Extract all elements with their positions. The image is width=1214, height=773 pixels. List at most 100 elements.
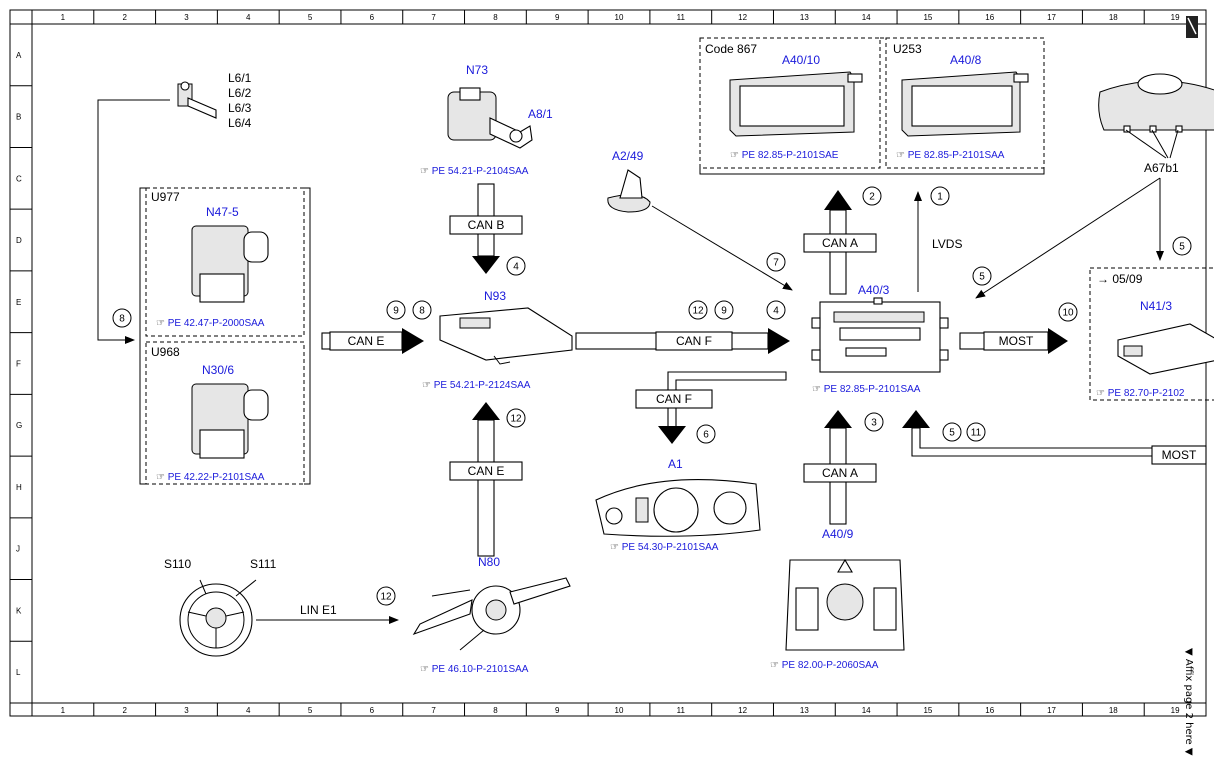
circle-marker xyxy=(506,256,526,276)
grid-col-label: 16 xyxy=(985,13,994,22)
bus-can-b-box xyxy=(449,215,523,235)
grid-col-label: 12 xyxy=(738,706,747,715)
grid-col-label: 4 xyxy=(246,706,251,715)
circle-number: 5 xyxy=(1179,242,1185,253)
grid-col-label: 7 xyxy=(431,13,436,22)
circle-number: 12 xyxy=(380,592,392,603)
circle-marker xyxy=(966,422,986,442)
grid-col-label: 15 xyxy=(923,13,932,22)
grid-col-label: 8 xyxy=(493,13,498,22)
grid-col-label: 1 xyxy=(61,13,66,22)
label-a67b1: A67b1 xyxy=(1144,161,1179,175)
grid-col-label: 11 xyxy=(677,706,686,715)
grid-col-label: 16 xyxy=(985,706,994,715)
grid-row-label: E xyxy=(16,298,21,307)
group-u977 xyxy=(145,187,305,337)
circle-marker xyxy=(376,586,396,606)
ref-n73: ☞ PE 54.21-P-2104SAA xyxy=(420,166,529,177)
circle-number: 6 xyxy=(703,430,709,441)
label-s111: S111 xyxy=(250,557,277,571)
bus-can-a-down-label: CAN A xyxy=(822,466,858,480)
a2-49-antenna-drawing xyxy=(607,169,651,213)
bus-most-return-label: MOST xyxy=(1162,448,1197,462)
grid-row-label: B xyxy=(16,113,21,122)
grid-col-label: 15 xyxy=(923,706,932,715)
affix-note: ▼ Affix page 2 here ▼ xyxy=(1183,648,1194,756)
grid-row-label: H xyxy=(16,483,22,492)
circle-marker xyxy=(1172,236,1192,256)
bus-can-a-up-label: CAN A xyxy=(822,236,858,250)
circle-marker xyxy=(942,422,962,442)
bus-can-f-a1-shaft xyxy=(667,371,787,426)
label-a2-49: A2/49 xyxy=(612,149,644,163)
circle-number: 7 xyxy=(773,258,779,269)
group-bracket-top xyxy=(699,168,1045,175)
circle-number: 12 xyxy=(510,414,522,425)
grid-col-label: 3 xyxy=(184,13,189,22)
circle-marker xyxy=(1058,302,1078,322)
grid-row-label: F xyxy=(16,360,21,369)
grid-col-label: 1 xyxy=(61,706,66,715)
label-n30-6: N30/6 xyxy=(202,363,234,377)
circle-number: 2 xyxy=(869,192,875,203)
label-a1: A1 xyxy=(668,457,683,471)
a40-9-panel-drawing xyxy=(785,558,905,651)
circle-marker xyxy=(766,252,786,272)
group-u253-label: U253 xyxy=(893,42,922,56)
bus-can-b-label: CAN B xyxy=(468,218,505,232)
circle-number: 8 xyxy=(119,314,125,325)
ref-a1: ☞ PE 54.30-P-2101SAA xyxy=(610,542,719,553)
grid-col-label: 17 xyxy=(1047,706,1056,715)
label-l6-1: L6/1 xyxy=(228,71,252,85)
circle-number: 3 xyxy=(871,418,877,429)
circle-number: 9 xyxy=(393,306,399,317)
bus-can-a-up-arrow xyxy=(824,190,852,210)
circle-marker xyxy=(688,300,708,320)
bus-can-e-left-arrow xyxy=(402,328,424,354)
grid-col-label: 7 xyxy=(431,706,436,715)
bus-most-right-arrow xyxy=(1048,328,1068,354)
label-n80: N80 xyxy=(478,555,500,569)
ref-n93: ☞ PE 54.21-P-2124SAA xyxy=(422,380,531,391)
grid-col-label: 13 xyxy=(800,706,809,715)
circle-number: 10 xyxy=(1062,308,1074,319)
steering-wheel-drawing xyxy=(179,583,253,657)
circle-number: 5 xyxy=(979,272,985,283)
group-n41-3 xyxy=(1089,267,1214,401)
circle-marker xyxy=(696,424,716,444)
n73-ignition-drawing xyxy=(447,87,533,149)
grid-col-label: 13 xyxy=(800,13,809,22)
ref-a40-10: ☞ PE 82.85-P-2101SAE xyxy=(730,150,839,161)
label-a40-10: A40/10 xyxy=(782,53,820,67)
grid-row-label: A xyxy=(16,51,22,60)
ref-n47-5: ☞ PE 42.47-P-2000SAA xyxy=(156,318,265,329)
grid-row-label: D xyxy=(16,236,22,245)
ref-a40-3: ☞ PE 82.85-P-2101SAA xyxy=(812,384,921,395)
a40-10-display-drawing xyxy=(729,71,863,137)
group-u968 xyxy=(145,341,305,485)
circle-number: 9 xyxy=(721,306,727,317)
label-l6-4: L6/4 xyxy=(228,116,252,130)
circle-marker xyxy=(864,412,884,432)
circle-marker xyxy=(386,300,406,320)
a40-3-headunit-drawing xyxy=(811,297,949,373)
grid-col-label: 9 xyxy=(555,13,560,22)
label-n47-5: N47-5 xyxy=(206,205,239,219)
bus-can-b-arrow xyxy=(472,256,500,274)
l6-line xyxy=(97,99,170,344)
bus-can-f-a1-label: CAN F xyxy=(656,392,692,406)
circle-marker xyxy=(862,186,882,206)
ref-a40-8: ☞ PE 82.85-P-2101SAA xyxy=(896,150,1005,161)
ref-n80: ☞ PE 46.10-P-2101SAA xyxy=(420,664,529,675)
n93-module-drawing xyxy=(439,307,573,365)
label-l6-2: L6/2 xyxy=(228,86,252,100)
pencil-icon xyxy=(1186,16,1198,38)
circle-number: 4 xyxy=(773,306,779,317)
grid-col-label: 18 xyxy=(1109,706,1118,715)
a67b1-camera-drawing xyxy=(1098,73,1214,133)
bus-can-e-left-label: CAN E xyxy=(348,334,385,348)
